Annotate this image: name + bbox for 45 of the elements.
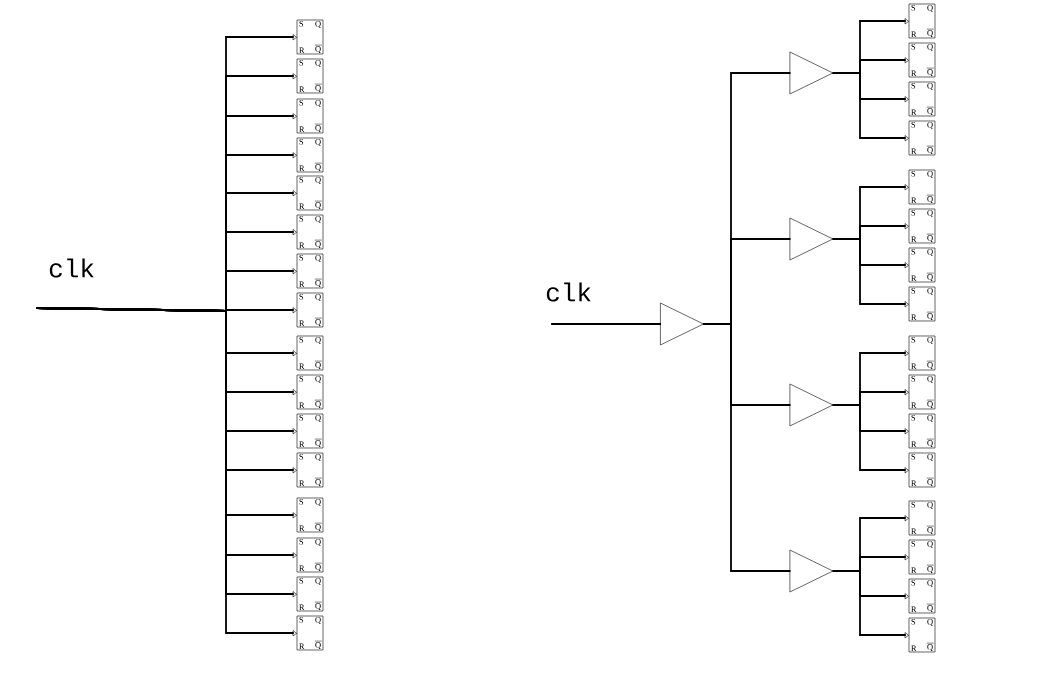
- flip-flop: S Q R Q: [908, 169, 936, 205]
- flip-flop: S Q R Q: [296, 98, 324, 134]
- flip-flop: S Q R Q: [296, 413, 324, 449]
- flip-flop: S Q R Q: [908, 500, 936, 536]
- flip-flop: S Q R Q: [908, 578, 936, 614]
- flip-flop: S Q R Q: [908, 3, 936, 39]
- buffer-triangle: [789, 549, 834, 593]
- buffer-triangle: [660, 302, 704, 346]
- wire: [551, 323, 661, 325]
- buffer-triangle: [789, 383, 834, 427]
- flip-flop: S Q R Q: [908, 81, 936, 117]
- flip-flop: S Q R Q: [296, 58, 324, 94]
- flip-flop: S Q R Q: [296, 19, 324, 55]
- flip-flop: S Q R Q: [296, 537, 324, 573]
- flip-flop: S Q R Q: [296, 253, 324, 289]
- flip-flop: S Q R Q: [296, 497, 324, 533]
- flip-flop: S Q R Q: [908, 374, 936, 410]
- flip-flop: S Q R Q: [296, 292, 324, 328]
- wire: [832, 238, 909, 307]
- flip-flop: S Q R Q: [908, 286, 936, 322]
- flip-flop: S Q R Q: [296, 137, 324, 173]
- flip-flop: S Q R Q: [296, 576, 324, 612]
- flip-flop: S Q R Q: [296, 214, 324, 250]
- flip-flop: S Q R Q: [908, 413, 936, 449]
- flip-flop: S Q R Q: [908, 452, 936, 488]
- flip-flop: S Q R Q: [908, 617, 936, 653]
- flip-flop: S Q R Q: [908, 42, 936, 78]
- flip-flop: S Q R Q: [296, 615, 324, 651]
- buffer-triangle: [789, 217, 834, 261]
- flip-flop: S Q R Q: [908, 208, 936, 244]
- flip-flop: S Q R Q: [296, 175, 324, 211]
- flip-flop: S Q R Q: [908, 335, 936, 371]
- flip-flop: S Q R Q: [908, 120, 936, 156]
- wire: [703, 323, 791, 572]
- flip-flop: S Q R Q: [296, 452, 324, 488]
- clock-label: clk: [49, 258, 94, 278]
- wire: [832, 404, 909, 473]
- clock-label: clk: [546, 282, 591, 302]
- wire: [832, 570, 909, 638]
- flip-flop: S Q R Q: [296, 374, 324, 410]
- wire: [832, 72, 909, 141]
- flip-flop: S Q R Q: [908, 539, 936, 575]
- buffer-triangle: [789, 51, 834, 95]
- flip-flop: S Q R Q: [296, 335, 324, 371]
- flip-flop: S Q R Q: [908, 247, 936, 283]
